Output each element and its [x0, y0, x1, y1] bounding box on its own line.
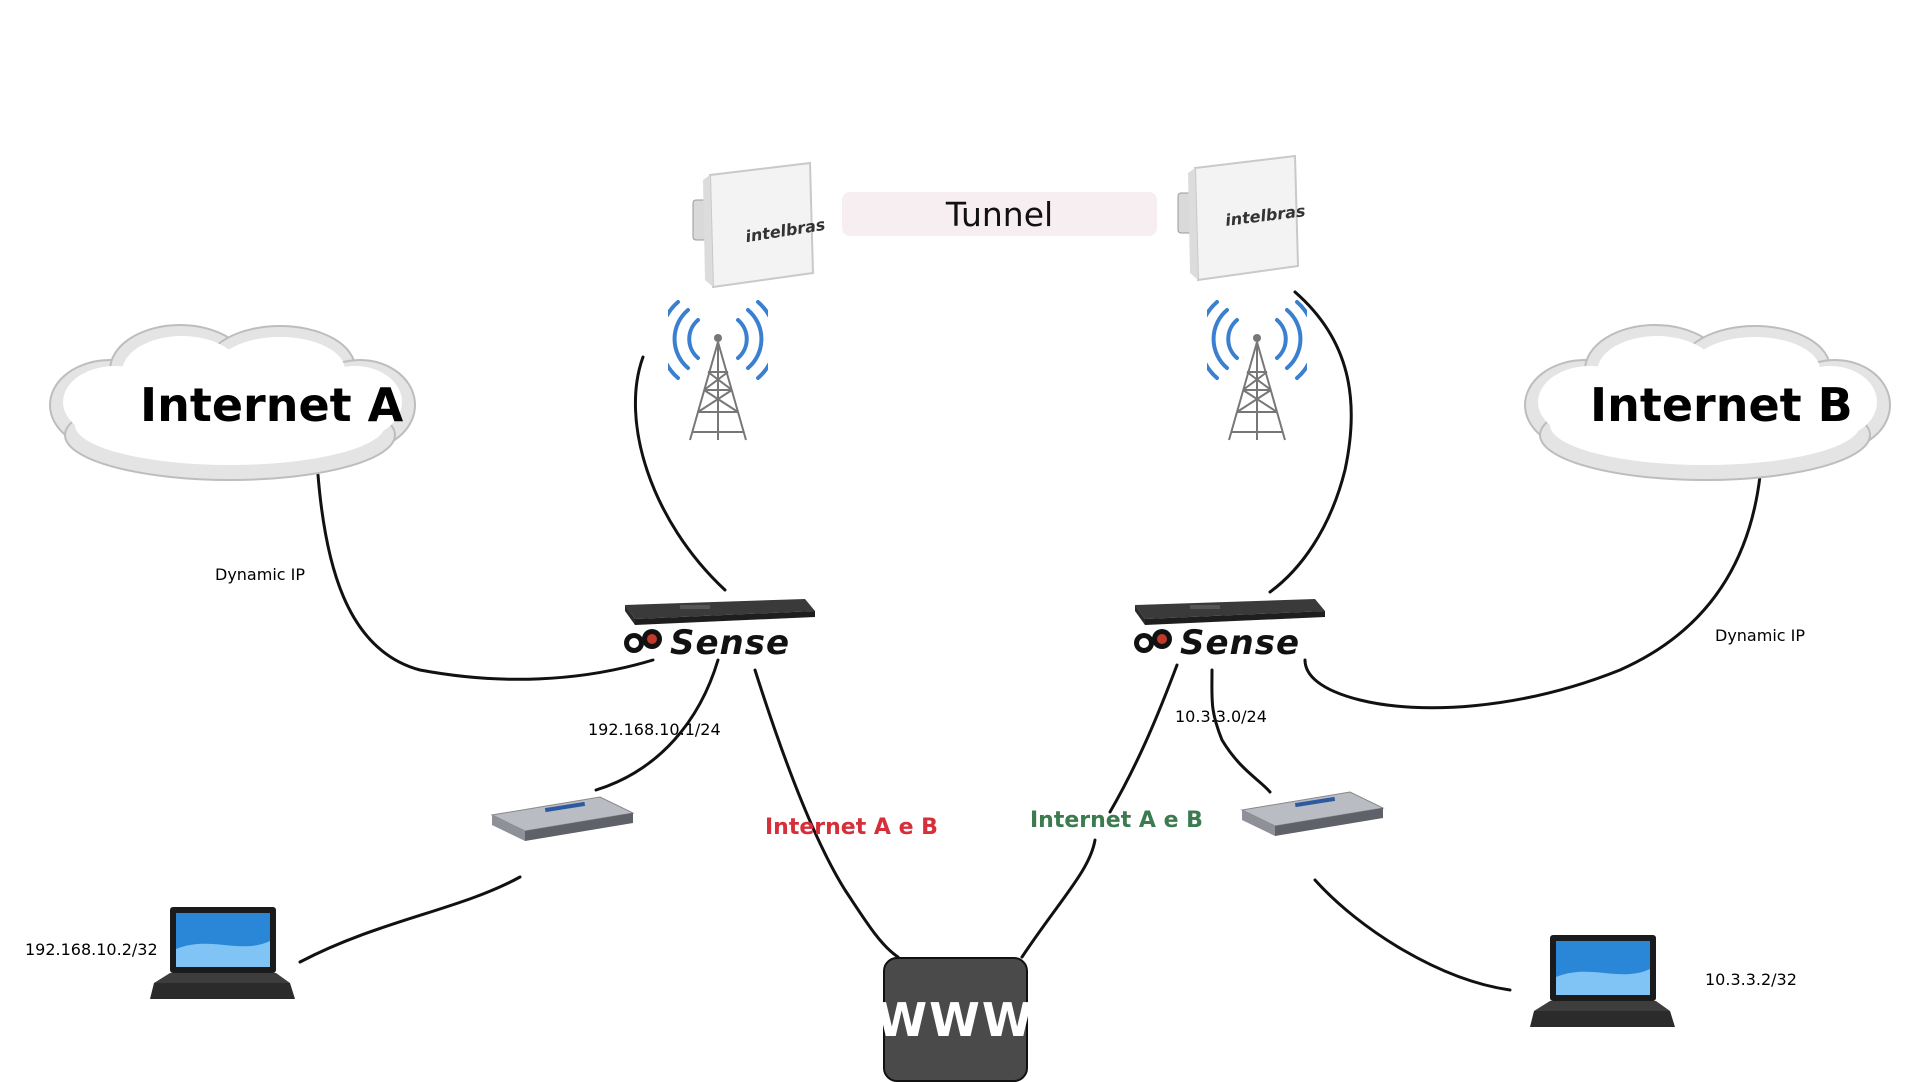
- rack-appliance-icon: [1135, 599, 1325, 625]
- cloud-internet-b: Internet B: [1515, 310, 1895, 485]
- firewall-right: Sense: [1130, 595, 1330, 670]
- laptop-icon: [150, 907, 295, 999]
- dynamic-ip-label-left: Dynamic IP: [215, 565, 306, 584]
- link-tower-right-to-firewall-right: [1268, 290, 1353, 594]
- tower-left: [658, 300, 778, 450]
- link-switch-right-to-laptop-right: [1313, 878, 1512, 992]
- firewall-label: Sense: [670, 623, 791, 663]
- cloud-internet-a: Internet A: [40, 310, 420, 485]
- www-label: WWW: [876, 992, 1035, 1047]
- link-www-to-firewall-right: [1020, 838, 1097, 959]
- network-switch-icon: [490, 796, 635, 841]
- firewall-logo-icon: [1134, 629, 1172, 653]
- lan-label-right: 10.3.3.0/24: [1175, 707, 1267, 726]
- host-ip-label-right: 10.3.3.2/32: [1705, 970, 1797, 989]
- link-switch-left-to-laptop-left: [298, 875, 522, 964]
- radio-tower-icon: [1197, 300, 1317, 441]
- firewall-left: Sense: [620, 595, 820, 670]
- internet-ab-label-left: Internet A e B: [765, 815, 938, 840]
- host-ip-label-left: 192.168.10.2/32: [25, 940, 158, 959]
- dynamic-ip-label-right: Dynamic IP: [1715, 626, 1806, 645]
- tunnel-link: Tunnel: [842, 192, 1157, 236]
- cloud-icon: [49, 324, 416, 481]
- outdoor-antenna-icon: [1177, 154, 1300, 282]
- switch-left: [490, 795, 635, 845]
- cloud-label: Internet B: [1590, 378, 1853, 432]
- laptop-icon: [1530, 935, 1675, 1027]
- radio-tower-icon: [658, 300, 778, 441]
- tunnel-label: Tunnel: [945, 194, 1054, 234]
- tower-right: [1197, 300, 1317, 450]
- outdoor-antenna-icon: [692, 161, 815, 289]
- firewall-logo-icon: [624, 629, 662, 653]
- link-internet-a-to-firewall-left: [316, 473, 655, 681]
- laptop-left: [150, 905, 295, 1005]
- internet-ab-label-right: Internet A e B: [1030, 808, 1203, 833]
- link-tower-left-to-firewall-left: [633, 355, 727, 592]
- network-switch-icon: [1240, 791, 1385, 836]
- radio-left: intelbras: [685, 155, 827, 290]
- switch-right: [1240, 790, 1385, 840]
- lan-label-left: 192.168.10.1/24: [588, 720, 721, 739]
- link-firewall-left-to-www: [753, 668, 900, 959]
- cloud-icon: [1524, 324, 1891, 481]
- link-firewall-left-to-switch-left: [594, 658, 720, 792]
- radio-right: intelbras: [1170, 148, 1310, 283]
- www-internet: WWW: [876, 957, 1033, 1082]
- laptop-right: [1530, 933, 1675, 1033]
- cloud-label: Internet A: [140, 378, 404, 432]
- rack-appliance-icon: [625, 599, 815, 625]
- link-label-to-firewall-right: [1108, 663, 1179, 814]
- link-firewall-right-to-switch-right: [1210, 668, 1272, 794]
- firewall-label: Sense: [1180, 623, 1301, 663]
- link-internet-b-to-firewall-right: [1303, 474, 1762, 710]
